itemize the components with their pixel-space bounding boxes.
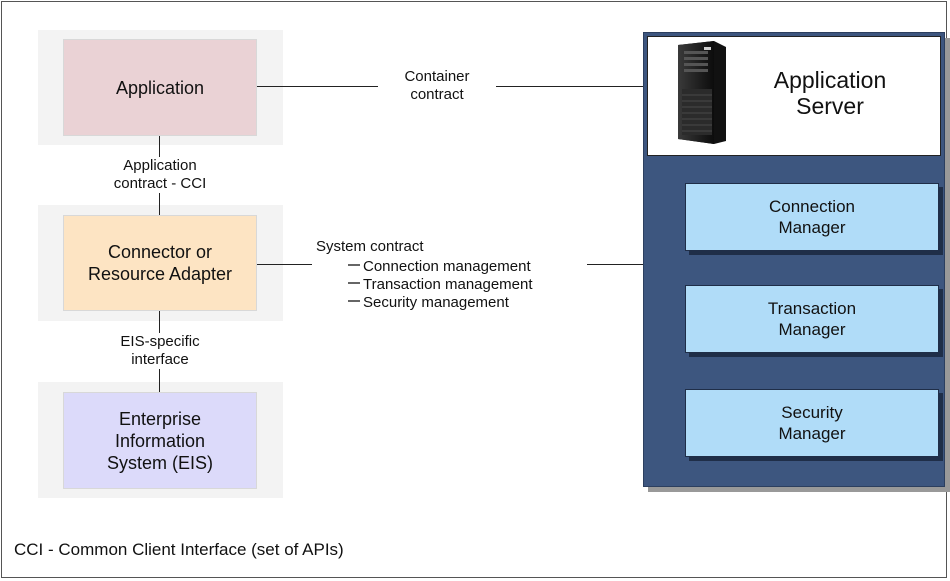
eis-label: Enterprise Information System (EIS) [107,408,213,474]
transaction-manager-label: Transaction Manager [768,298,856,340]
server-tower-icon [678,41,726,144]
container-contract-line2: contract [410,86,464,103]
connector-label: Connector or Resource Adapter [88,241,232,285]
system-contract-title: System contract [316,238,424,255]
eis-box: Enterprise Information System (EIS) [63,392,257,489]
app-contract-line2: contract - CCI [113,175,207,192]
connection-manager-line1: Connection [768,197,855,216]
container-contract-label: Container contract [378,68,496,104]
eis-interface-label: EIS-specific interface [113,333,207,369]
eis-label-line2: Information [114,430,206,451]
system-item-security-label: Security management [363,294,509,311]
security-manager-box: Security Manager [685,389,939,457]
system-item-security: Security management [348,294,509,312]
eis-contract-line2: interface [131,351,189,368]
server-title-line1: Application [773,67,887,93]
transaction-manager-line1: Transaction [767,299,857,318]
application-label: Application [115,77,205,98]
system-item-connection: Connection management [348,258,531,276]
eis-label-line3: System (EIS) [106,452,213,473]
connector-label-line2: Resource Adapter [87,264,233,284]
application-server-title: Application Server [755,67,905,119]
transaction-manager-box: Transaction Manager [685,285,939,353]
application-box: Application [63,39,257,136]
application-contract-label: Application contract - CCI [104,157,216,193]
server-title-line2: Server [796,93,864,119]
app-contract-line1: Application [123,157,197,174]
dash-icon [348,300,360,303]
connection-manager-label: Connection Manager [769,196,855,238]
connector-label-line1: Connector or [107,242,213,262]
connector-box: Connector or Resource Adapter [63,215,257,311]
system-item-connection-label: Connection management [363,258,531,275]
system-contract-block: System contract Connection management Tr… [312,238,587,312]
connection-manager-line2: Manager [778,218,846,237]
security-manager-line1: Security [781,403,843,422]
security-manager-label: Security Manager [778,402,845,444]
transaction-manager-line2: Manager [778,320,846,339]
system-item-transaction-label: Transaction management [363,276,533,293]
eis-label-line1: Enterprise [118,408,202,429]
dash-icon [348,264,360,267]
footnote: CCI - Common Client Interface (set of AP… [14,540,344,559]
security-manager-line2: Manager [778,424,846,443]
connection-manager-box: Connection Manager [685,183,939,251]
dash-icon [348,282,360,285]
eis-contract-line1: EIS-specific [120,333,200,350]
container-contract-line1: Container [404,68,470,85]
system-item-transaction: Transaction management [348,276,533,294]
